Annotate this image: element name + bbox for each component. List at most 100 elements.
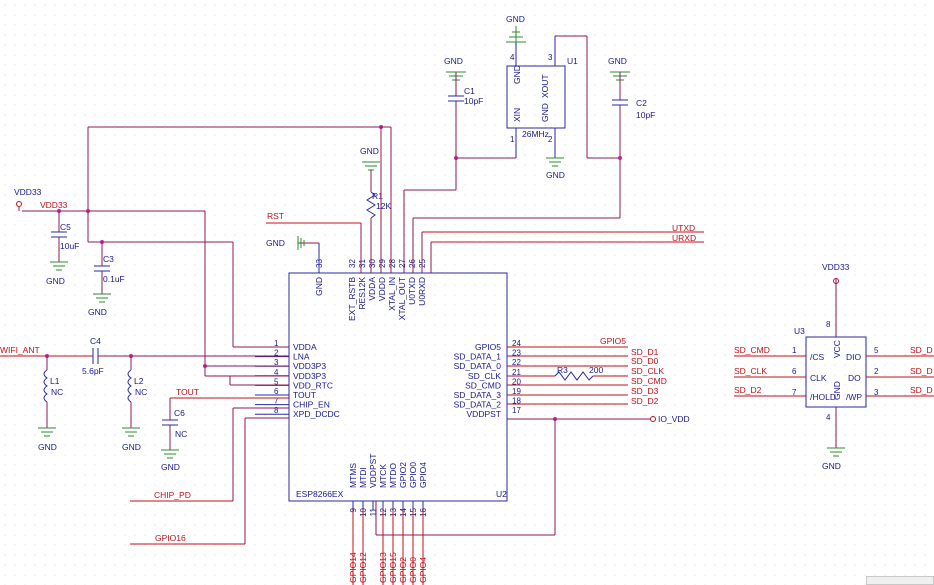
- l1-gnd-label: GND: [38, 442, 57, 452]
- u2-pin-name-19: SD_DATA_3: [454, 390, 502, 400]
- c3-value: 0.1uF: [103, 274, 125, 284]
- u2-pin-name-3: VDD3P3: [293, 361, 326, 371]
- c4-ref: C4: [90, 336, 101, 346]
- c3-ref: C3: [103, 254, 114, 264]
- bottom-net-label-0: GPIO14: [348, 552, 358, 583]
- u3-flash[interactable]: U3 VCC GND /CS CLK /HOLD DIO DO /WP 8 1 …: [734, 262, 934, 471]
- flash-out2-label: SD_D: [910, 366, 933, 376]
- u2-pin-name-10: MTDI: [358, 467, 368, 488]
- horizontal-scrollbar[interactable]: [866, 576, 934, 585]
- u2-pin-name-12: MTCK: [378, 464, 388, 488]
- c5-gnd-label: GND: [46, 276, 65, 286]
- u2-pin-num-28: 28: [388, 259, 397, 268]
- c2-value: 10pF: [636, 110, 655, 120]
- u3-pin-clk: CLK: [810, 373, 827, 383]
- c5-value: 10uF: [60, 241, 79, 251]
- l1-value: NC: [51, 387, 63, 397]
- u2-pin-num-2: 2: [274, 349, 279, 358]
- u1-value: 26MHz: [522, 129, 549, 139]
- flash-clk-label: SD_CLK: [734, 366, 767, 376]
- c1-gnd-label: GND: [444, 56, 463, 66]
- c1-value: 10pF: [464, 96, 483, 106]
- u2-pin-num-27: 27: [398, 259, 407, 268]
- u2-pin-num-24: 24: [512, 339, 521, 348]
- c3-capacitor[interactable]: C3 0.1uF GND: [88, 242, 125, 317]
- l1-ref: L1: [50, 376, 60, 386]
- c6-ref: C6: [174, 408, 185, 418]
- u1-ref: U1: [567, 56, 578, 66]
- u2-pin-name-1: VDDA: [293, 342, 317, 352]
- u2-pin-num-1: 1: [274, 339, 279, 348]
- rf-section: WIFI_ANT C4 5.6pF: [0, 336, 289, 376]
- r1-resistor[interactable]: GND R1 12K: [360, 146, 391, 273]
- gpio16-net: GPIO16: [130, 417, 289, 545]
- u2-pin-num-17: 17: [512, 406, 521, 415]
- u2-pin-num-5: 5: [274, 377, 279, 386]
- bottom-net-label-1: GPIO12: [358, 552, 368, 583]
- c1-ref: C1: [464, 86, 475, 96]
- io-vdd-label: IO_VDD: [658, 414, 690, 424]
- u3-pin-num-1: 1: [792, 346, 797, 355]
- right-nets: GPIO5 SD_D1 SD_D0 R3 200 SD_CLK SD_CMD S…: [375, 336, 690, 536]
- u2-pin-name-9: MTMS: [348, 463, 358, 488]
- u2-pin-num-18: 18: [512, 397, 521, 406]
- sd-d1-label: SD_D1: [631, 347, 659, 357]
- c2-gnd-label: GND: [608, 56, 627, 66]
- u1-crystal[interactable]: U1 26MHz GND XOUT XIN GND 4 3 1 2 GND GN…: [456, 14, 620, 180]
- u3-pin-num-2: 2: [874, 367, 879, 376]
- u2-pin-num-32: 32: [348, 259, 357, 268]
- u3-pin-num-4: 4: [826, 413, 831, 422]
- c1-capacitor[interactable]: GND C1 10pF: [444, 56, 483, 160]
- u1-gnd-bottom-label: GND: [546, 170, 565, 180]
- u2-pin-num-31: 31: [358, 259, 367, 268]
- l1-inductor[interactable]: L1 NC GND: [38, 356, 63, 452]
- u3-pin-num-5: 5: [874, 346, 879, 355]
- tout-label: TOUT: [176, 387, 199, 397]
- c6-value: NC: [175, 429, 187, 439]
- c4-value: 5.6pF: [82, 366, 104, 376]
- c2-ref: C2: [636, 98, 647, 108]
- u2-pin-name-29: VDDD: [377, 277, 387, 301]
- flash-out1-label: SD_D: [910, 345, 933, 355]
- u2-pin-name-16: GPIO4: [418, 462, 428, 488]
- vdd33-wire-label: VDD33: [40, 200, 68, 210]
- u1-pin-num-2: 2: [548, 135, 553, 144]
- u2-pin-name-32: EXT_RSTB: [347, 277, 357, 321]
- c5-ref: C5: [60, 222, 71, 232]
- u2-gnd-label: GND: [266, 238, 285, 248]
- sd-clk-label: SD_CLK: [631, 366, 664, 376]
- c2-capacitor[interactable]: GND C2 10pF: [608, 56, 655, 218]
- u2-pin-num-29: 29: [378, 259, 387, 268]
- u2-pin-name-26: U0TXD: [407, 277, 417, 305]
- c5-capacitor[interactable]: C5 10uF GND: [46, 211, 79, 286]
- l2-inductor[interactable]: L2 NC GND: [122, 356, 147, 452]
- c3-gnd-label: GND: [88, 307, 107, 317]
- u2-pin-num-19: 19: [512, 387, 521, 396]
- u2-pin-name-2: LNA: [293, 352, 310, 362]
- u3-pin-num-7: 7: [792, 388, 797, 397]
- u2-pin-num-3: 3: [274, 358, 279, 367]
- u2-pin-name-17: VDDPST: [467, 409, 501, 419]
- bottom-net-label-4: GPIO2: [398, 557, 408, 583]
- u3-vdd33-label: VDD33: [822, 262, 850, 272]
- sd-d0-label: SD_D0: [631, 356, 659, 366]
- rst-net: RST: [266, 211, 362, 273]
- u3-pin-gnd: GND: [832, 381, 842, 400]
- u2-pin-num-22: 22: [512, 358, 521, 367]
- u2-pin-name-13: MTDO: [388, 463, 398, 488]
- r3-value: 200: [589, 365, 603, 375]
- u2-pin-name-14: GPIO2: [398, 462, 408, 488]
- c6-capacitor[interactable]: C6 NC GND: [161, 408, 187, 472]
- xtal-wiring: [403, 158, 620, 273]
- u2-pin-num-21: 21: [512, 368, 521, 377]
- r1-gnd-label: GND: [360, 146, 379, 156]
- u2-pin-num-6: 6: [274, 387, 279, 396]
- u2-pin-name-20: SD_CMD: [465, 380, 501, 390]
- flash-out3-label: SD_D: [910, 385, 933, 395]
- u2-pin-name-30: VDDA: [367, 277, 377, 301]
- u2-pin-num-4: 4: [274, 368, 279, 377]
- u2-pin-name-4: VDD3P3: [293, 371, 326, 381]
